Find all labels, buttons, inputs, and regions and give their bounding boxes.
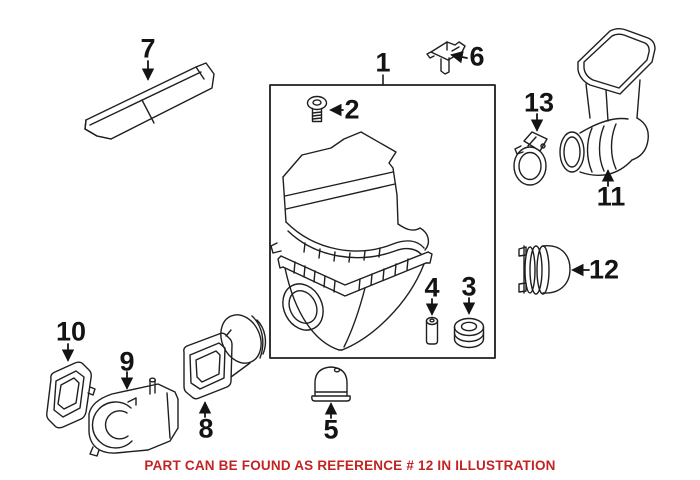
- part-8-intake-duct-drawing: [183, 314, 267, 400]
- part-12-connector-duct-drawing: [518, 245, 571, 295]
- part-9-intake-housing-drawing: [88, 377, 179, 457]
- part-label-10: 10: [55, 316, 87, 347]
- part-1-air-filter-housing-drawing: [270, 131, 433, 351]
- part-label-4: 4: [424, 272, 440, 303]
- part-7-air-filter-element-drawing: [84, 62, 215, 140]
- part-label-6: 6: [469, 41, 485, 72]
- part-label-11: 11: [596, 181, 626, 212]
- part-label-7: 7: [140, 33, 156, 64]
- part-3-grommet-drawing: [453, 317, 485, 349]
- callout-arrows: [61, 50, 615, 419]
- part-label-3: 3: [461, 271, 477, 302]
- part-label-12: 12: [588, 254, 620, 285]
- part-label-9: 9: [119, 346, 135, 377]
- part-13-hose-clamp-drawing: [513, 131, 548, 186]
- reference-caption: PART CAN BE FOUND AS REFERENCE # 12 IN I…: [144, 458, 556, 473]
- part-10-cover-drawing: [46, 361, 96, 429]
- part-label-13: 13: [523, 87, 555, 118]
- part-6-maf-sensor-drawing: [426, 41, 466, 75]
- part-label-5: 5: [323, 414, 339, 445]
- part-5-buffer-mount-drawing: [311, 366, 351, 402]
- part-label-2: 2: [344, 94, 360, 125]
- part-1-box-frame: [269, 74, 496, 359]
- part-2-screw-drawing: [306, 95, 328, 123]
- arrow-to-part-6: [450, 50, 468, 64]
- part-label-1: 1: [375, 47, 391, 78]
- part-11-intake-duct-drawing: [559, 28, 656, 176]
- part-label-8: 8: [198, 413, 214, 444]
- part-4-pin-mount-drawing: [425, 316, 439, 345]
